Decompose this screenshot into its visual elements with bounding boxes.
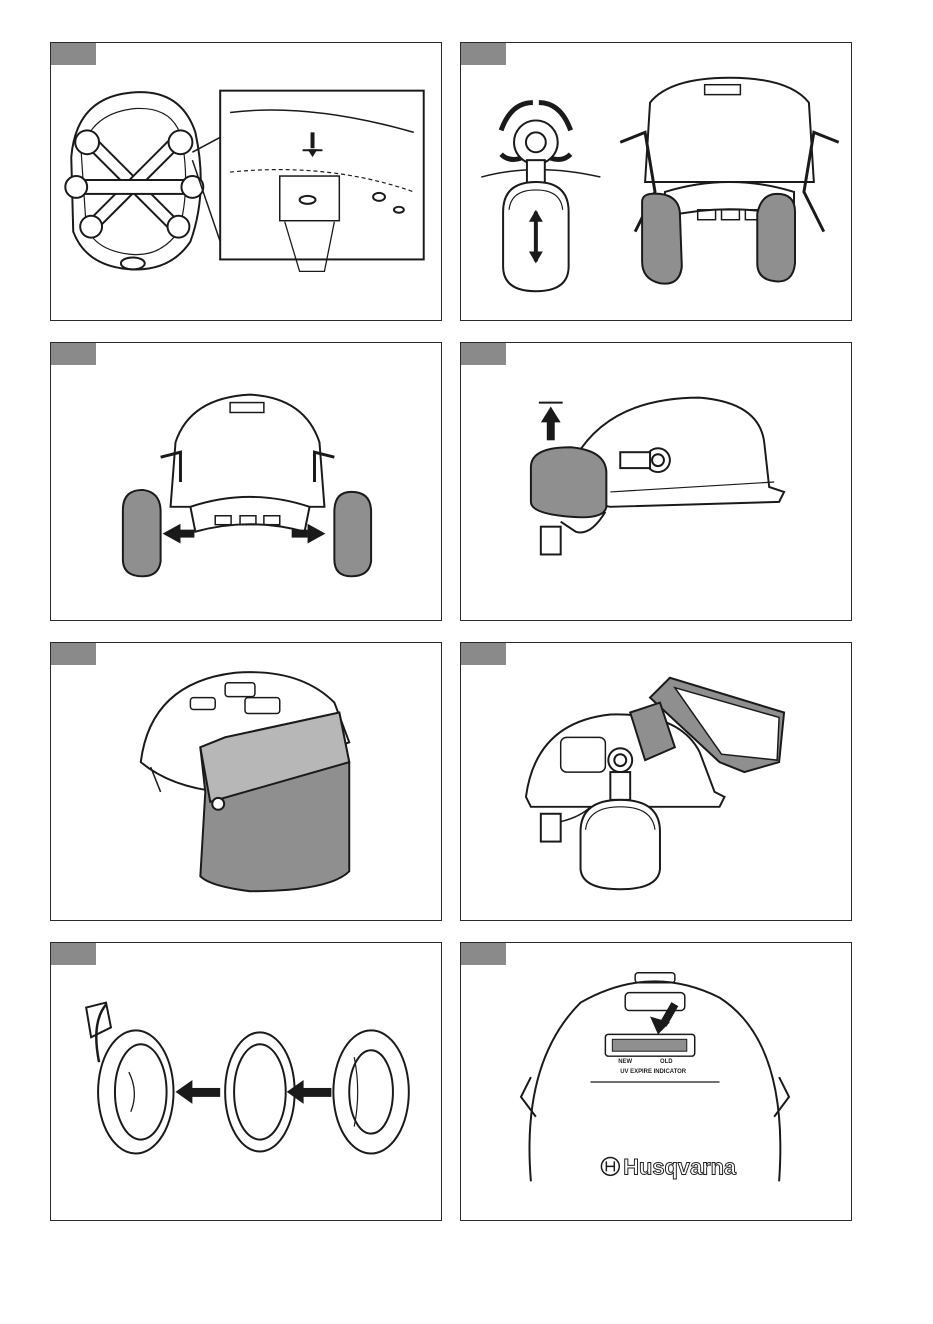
helmet-visor-down-icon [51, 643, 441, 920]
helmet-underside-suspension-icon [51, 43, 441, 320]
uv-indicator-caption: UV EXPIRE INDICATOR [620, 1069, 686, 1075]
panel-4 [460, 342, 852, 621]
uv-new-label: NEW [618, 1059, 632, 1065]
helmet-visor-up-icon [461, 643, 851, 920]
panel-3 [50, 342, 442, 621]
panel-6 [460, 642, 852, 921]
panel-5 [50, 642, 442, 921]
panel-7 [50, 942, 442, 1221]
earmuff-adjust-icon [461, 43, 851, 320]
husqvarna-logo-icon [601, 1157, 619, 1175]
panel-8: NEW OLD UV EXPIRE INDICATOR Husqvarna [460, 942, 852, 1221]
brand-name: Husqvarna [623, 1154, 737, 1179]
panel-2 [460, 42, 852, 321]
earmuff-outward-icon [51, 343, 441, 620]
panel-1 [50, 42, 442, 321]
earmuff-raise-icon [461, 343, 851, 620]
ear-cushion-replace-icon [51, 943, 441, 1220]
uv-indicator-icon: NEW OLD UV EXPIRE INDICATOR Husqvarna [461, 943, 851, 1220]
uv-old-label: OLD [660, 1059, 673, 1065]
